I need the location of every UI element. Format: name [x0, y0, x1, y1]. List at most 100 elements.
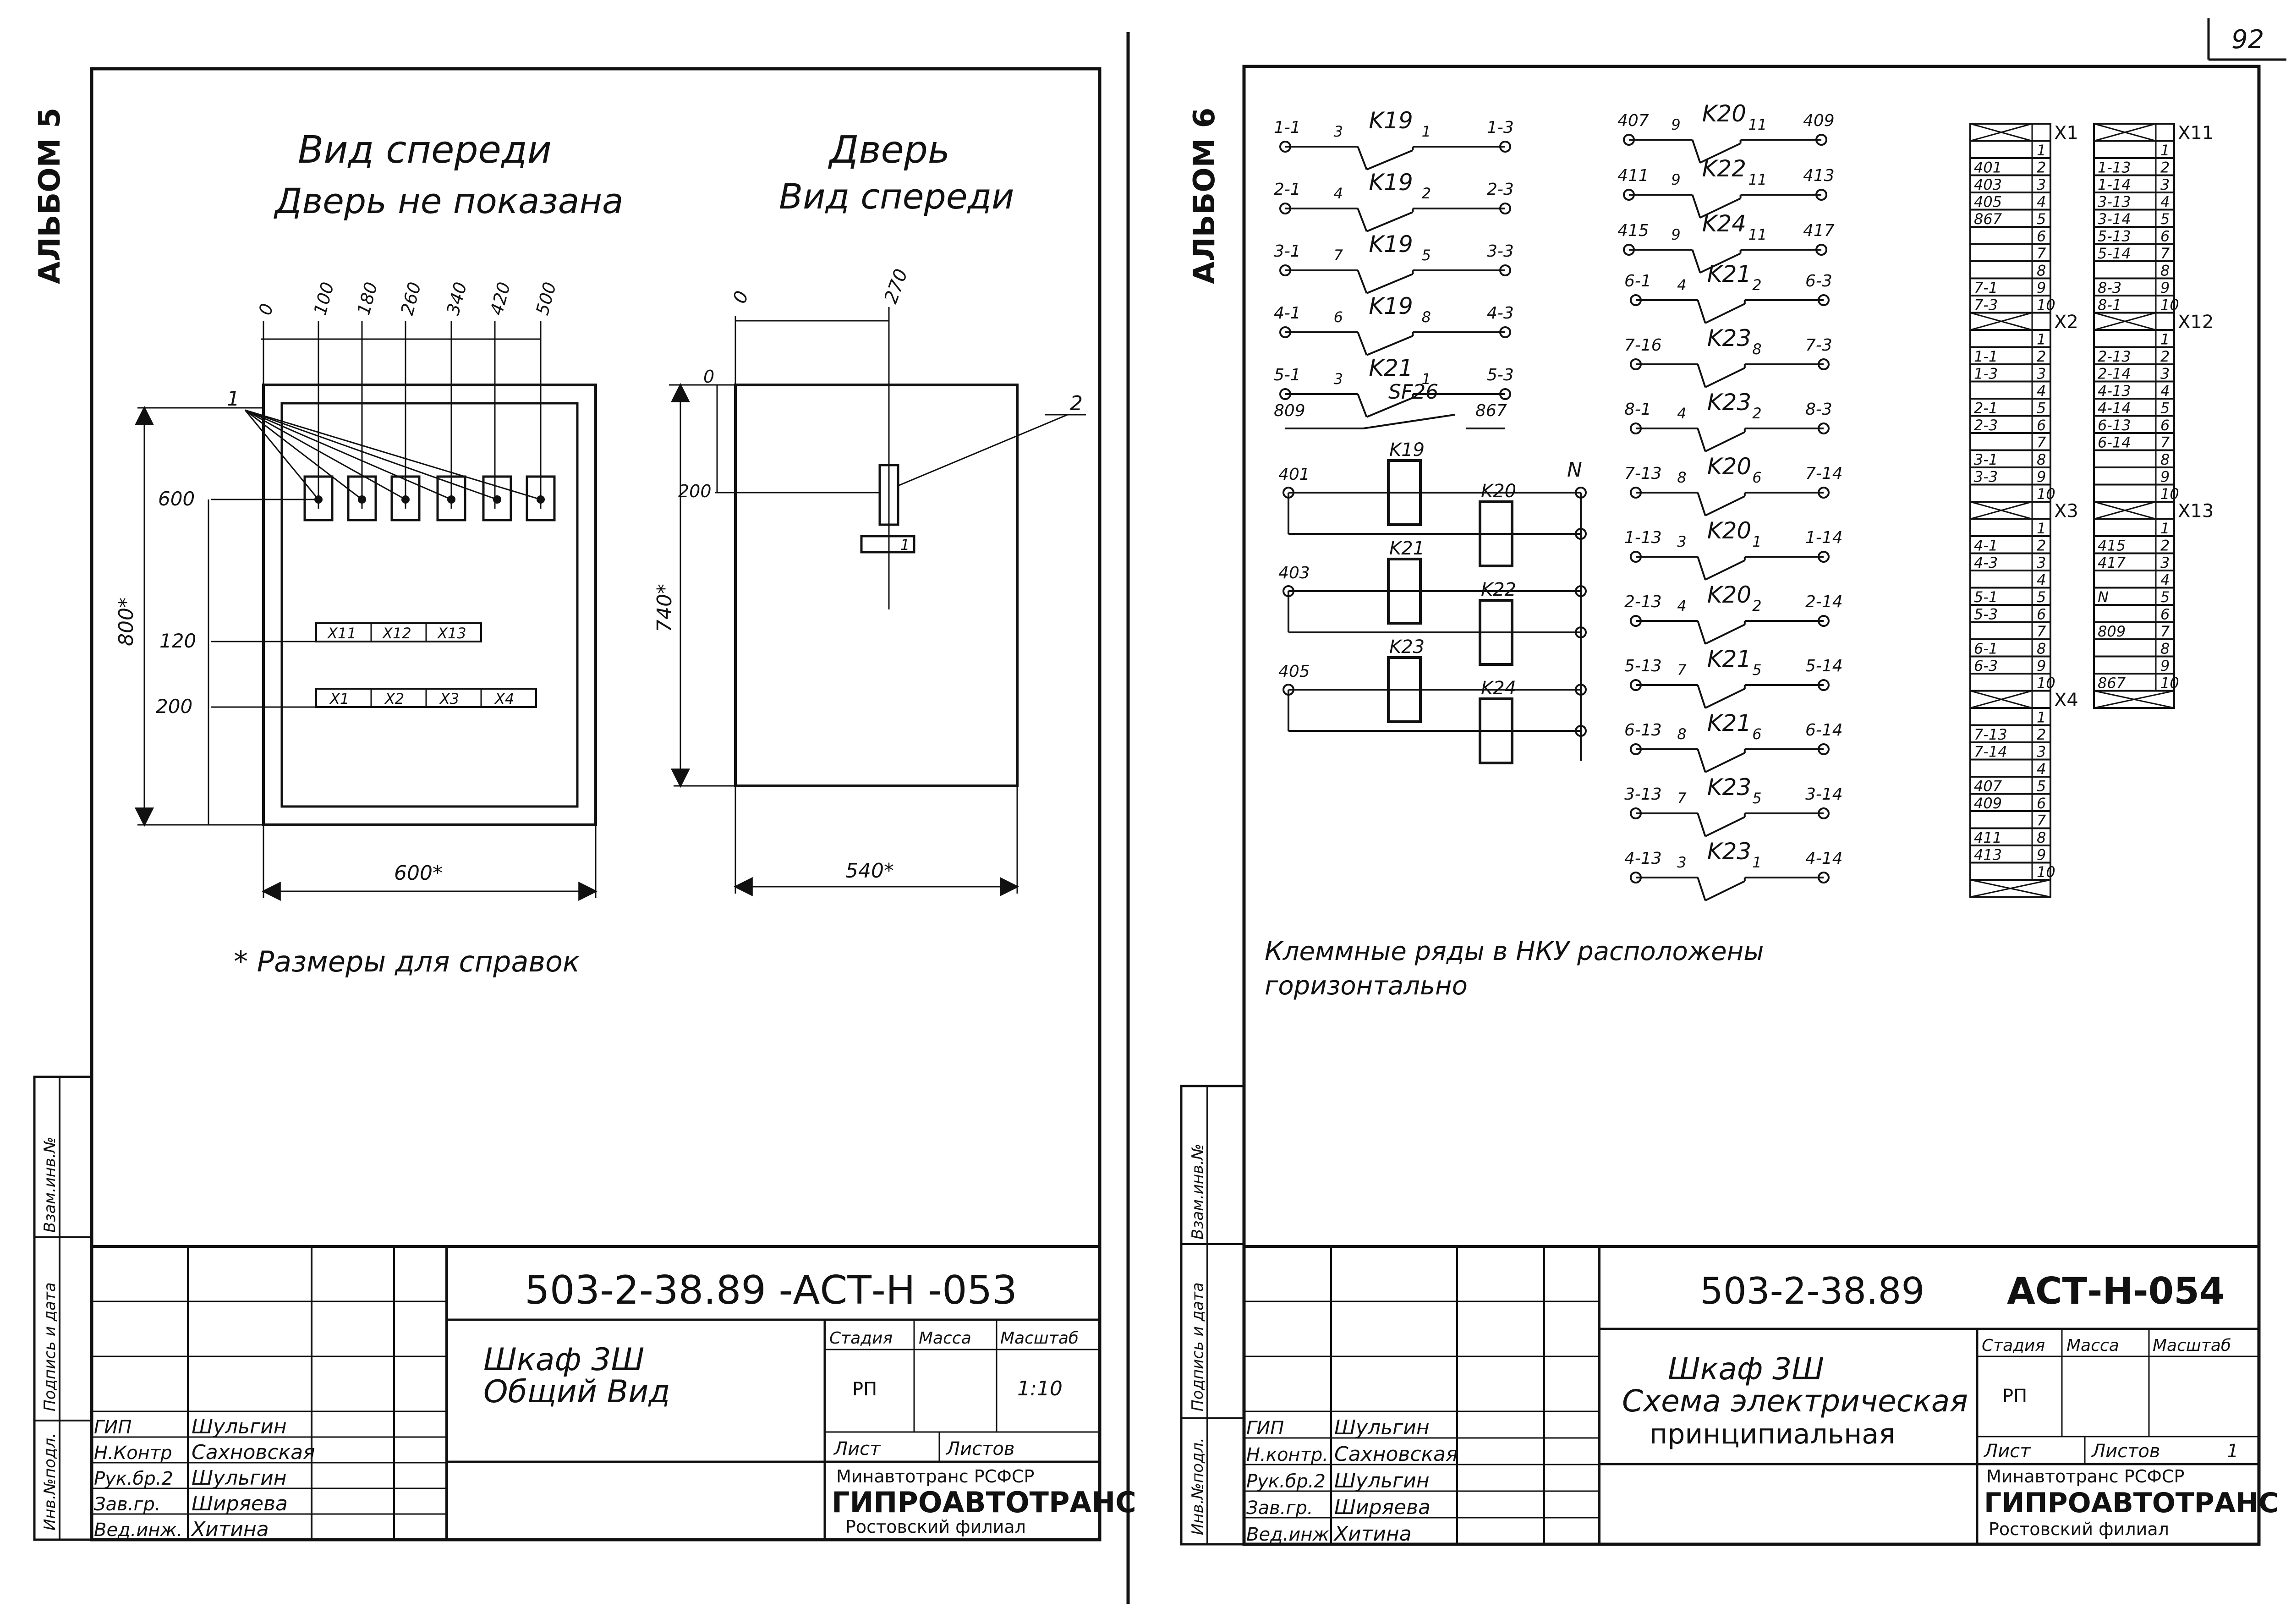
terminal-index: 5: [2037, 778, 2046, 795]
coil-label: K21: [1389, 538, 1425, 559]
sf-wire-label: 809: [1274, 401, 1305, 420]
contact-blade: [1357, 146, 1368, 170]
left-sheet-h: Лист: [833, 1438, 881, 1459]
terminal-wire: 5-13: [2098, 228, 2131, 245]
contact-pin: 8: [1422, 308, 1431, 326]
contact-wire-label: 1-1: [1274, 118, 1301, 137]
contact-relay-label: K20: [1702, 100, 1746, 127]
terminal-index: 2: [2160, 537, 2170, 554]
right-title-3: принципиальная: [1650, 1418, 1895, 1450]
left-title-2: Общий Вид: [483, 1374, 670, 1410]
terminal-index: 5: [2160, 210, 2170, 228]
contact-blade: [1697, 364, 1706, 388]
contact-wire-label: 6-3: [1805, 272, 1832, 291]
terminal-wire: 1-3: [1974, 365, 1998, 383]
right-scale-h: Масштаб: [2153, 1336, 2231, 1355]
contact-blade: [1697, 749, 1706, 773]
contact-wire-label: 3-13: [1624, 785, 1662, 804]
coil: [1479, 599, 1513, 666]
contact-blade: [1699, 252, 1741, 274]
terminal-wire: 407: [1974, 778, 2002, 795]
terminal-index: 8: [2037, 262, 2046, 280]
contact-blade: [1697, 877, 1706, 901]
right-side-label-1: Инв.№подл.: [1189, 1437, 1207, 1535]
terminal-header-cross: [2094, 312, 2156, 331]
note-line-2: горизонтально: [1265, 971, 1468, 1001]
right-sheets: 1: [2227, 1441, 2238, 1462]
relay-module: [482, 475, 512, 521]
terminal-wire: 6-13: [2098, 417, 2131, 434]
contact-pin: 8: [1677, 469, 1686, 486]
stamp-role: Рук.бр.2: [94, 1468, 173, 1489]
contact-wire-label: 5-1: [1274, 366, 1301, 384]
coil: [1479, 697, 1513, 764]
terminal-index: 4: [2037, 193, 2046, 211]
stamp-role: ГИП: [94, 1417, 132, 1438]
terminal-index: 1: [2037, 331, 2046, 348]
contact-wire-label: 4-3: [1487, 304, 1514, 323]
terminal-node: [1575, 626, 1587, 638]
terminal-index: 1: [2160, 331, 2170, 348]
contact-blade: [1357, 270, 1368, 294]
contact-blade: [1697, 492, 1706, 516]
contact-wire-label: 3-1: [1274, 242, 1301, 261]
terminal-index: 10: [2160, 485, 2179, 503]
right-sheet-h: Лист: [1983, 1441, 2031, 1462]
contact-wire-label: 6-13: [1624, 721, 1662, 740]
terminal-end: [2093, 690, 2175, 709]
door-left-dim-0: 0: [703, 367, 714, 387]
terminal-node: [1575, 487, 1587, 499]
contact-wire-label: 8-1: [1624, 400, 1651, 419]
terminal-index: 9: [2037, 657, 2046, 675]
contact-pin: 3: [1677, 533, 1686, 550]
contact-relay-label: K20: [1707, 517, 1751, 544]
front-view-subtitle: Дверь не показана: [274, 181, 624, 221]
door-dim-0: 0: [729, 288, 753, 307]
coil-wire-label: 403: [1278, 564, 1310, 582]
terminal-wire: 2-14: [2098, 365, 2131, 383]
door-front-view: 0 270 1 2 0 200 740* 540*: [653, 266, 1086, 896]
contact-pin: 9: [1671, 116, 1680, 133]
terminal-index: 5: [2160, 588, 2170, 606]
contact-pin: 2: [1752, 597, 1761, 614]
contact-blade: [1366, 211, 1414, 232]
contact-wire-label: 415: [1617, 221, 1649, 240]
terminal-wire: 415: [2098, 537, 2126, 554]
top-dim-label: 500: [532, 280, 560, 317]
callout-1: 1: [227, 387, 240, 411]
left-scale: 1:10: [1017, 1377, 1063, 1400]
terminal-wire: 7-13: [1974, 726, 2007, 743]
terminal-index: 6: [2037, 228, 2046, 245]
strip-x13: X13: [437, 625, 466, 642]
terminal-index: 5: [2037, 210, 2046, 228]
terminal-header-cross: [2094, 123, 2156, 142]
door-subtitle: Вид спереди: [779, 176, 1014, 217]
terminal-wire: 1-13: [2098, 159, 2131, 176]
left-mass-h: Масса: [919, 1329, 971, 1348]
terminal-index: 1: [2160, 142, 2170, 159]
left-side-stamp: Инв.№подл. Подпись и дата Взам.инв.№: [33, 1075, 93, 1541]
right-mass-h: Масса: [2066, 1336, 2119, 1355]
relay-module: [390, 475, 421, 521]
terminal-wire: 417: [2098, 554, 2126, 571]
page-number: 92: [2231, 25, 2264, 55]
contact-pin: 6: [1752, 469, 1761, 486]
coil-label: K19: [1389, 439, 1425, 461]
coil: [1387, 558, 1422, 625]
left-org-1: Минавтотранс РСФСР: [836, 1466, 1034, 1487]
terminal-index: 1: [2160, 520, 2170, 537]
contact-relay-label: K22: [1702, 155, 1746, 182]
left-stage: РП: [852, 1379, 877, 1400]
contact-relay-label: K20: [1707, 582, 1751, 608]
terminal-block-label: X12: [2178, 312, 2214, 333]
terminal-index: 2: [2037, 537, 2046, 554]
contact-relay-label: K21: [1707, 261, 1751, 287]
contact-relay-label: K23: [1707, 325, 1751, 351]
terminal-end-cross: [1970, 879, 2051, 898]
terminal-block-label: X13: [2178, 501, 2214, 522]
terminal-wire: 401: [1974, 159, 2002, 176]
footnote: * Размеры для справок: [234, 945, 580, 978]
terminal-index: 6: [2160, 606, 2170, 623]
terminal-index: 2: [2037, 159, 2046, 176]
